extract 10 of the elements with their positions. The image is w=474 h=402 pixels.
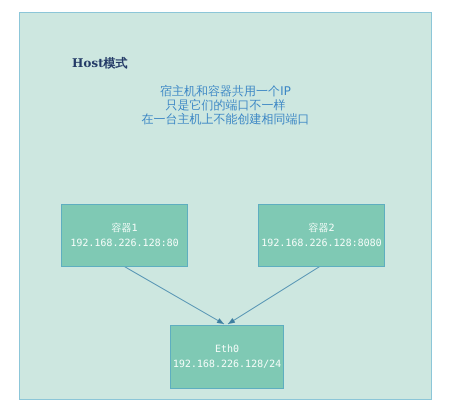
arrow bbox=[123, 266, 224, 324]
host-panel bbox=[19, 12, 432, 400]
network-box: 容器2 192.168.226.128:8080 bbox=[258, 204, 385, 267]
network-box: Eth0 192.168.226.128/24 bbox=[170, 325, 284, 389]
network-box: 容器1 192.168.226.128:80 bbox=[61, 204, 188, 267]
note-line: 宿主机和容器共用一个IP bbox=[159, 84, 292, 98]
title: Host模式 bbox=[72, 55, 128, 72]
note-line: 在一台主机上不能创建相同端口 bbox=[140, 112, 310, 126]
note-line: 只是它们的端口不一样 bbox=[164, 98, 286, 112]
arrow bbox=[228, 266, 321, 324]
